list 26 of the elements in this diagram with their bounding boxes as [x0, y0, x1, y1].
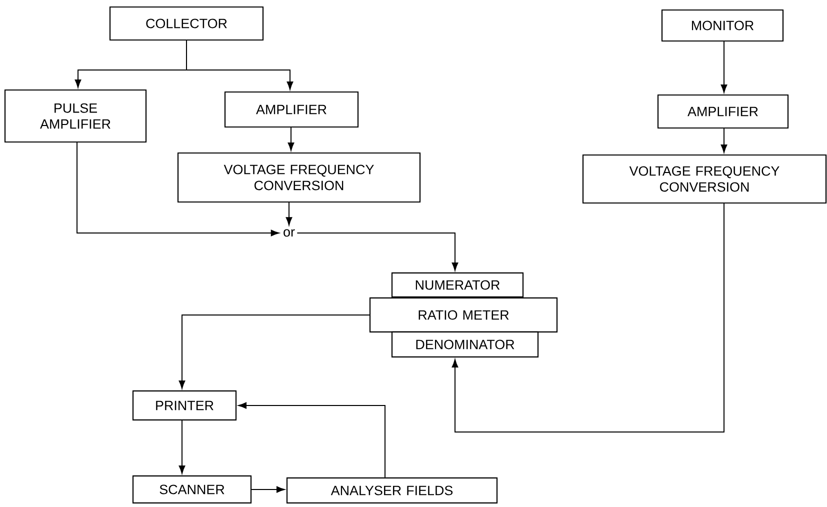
- arrow: [288, 127, 294, 151]
- arrow: [76, 142, 280, 236]
- process-box: PRINTER: [132, 390, 237, 421]
- arrow: [238, 402, 386, 478]
- process-box: COLLECTOR: [109, 6, 264, 41]
- process-box: MONITOR: [661, 9, 784, 42]
- arrow: [720, 41, 728, 93]
- process-box: AMPLIFIER: [657, 94, 789, 129]
- junction-text: or: [284, 229, 295, 237]
- arrow: [178, 314, 370, 389]
- arrow: [296, 232, 458, 271]
- process-box: DENOMINATOR: [391, 331, 539, 358]
- process-box: NUMERATOR: [391, 272, 524, 298]
- process-box: VOLTAGE FREQUENCY CONVERSION: [582, 154, 827, 204]
- arrow: [720, 128, 728, 153]
- process-box: VOLTAGE FREQUENCY CONVERSION: [177, 152, 421, 203]
- arrow: [286, 202, 292, 226]
- arrow: [251, 486, 285, 493]
- process-box: RATIO METER: [369, 297, 558, 333]
- process-box: AMPLIFIER: [224, 91, 359, 128]
- arrow: [178, 420, 186, 474]
- process-box: PULSE AMPLIFIER: [4, 89, 147, 143]
- arrow: [452, 203, 724, 432]
- process-box: SCANNER: [132, 475, 252, 504]
- process-box: ANALYSER FIELDS: [286, 477, 498, 504]
- arrow: [186, 40, 294, 90]
